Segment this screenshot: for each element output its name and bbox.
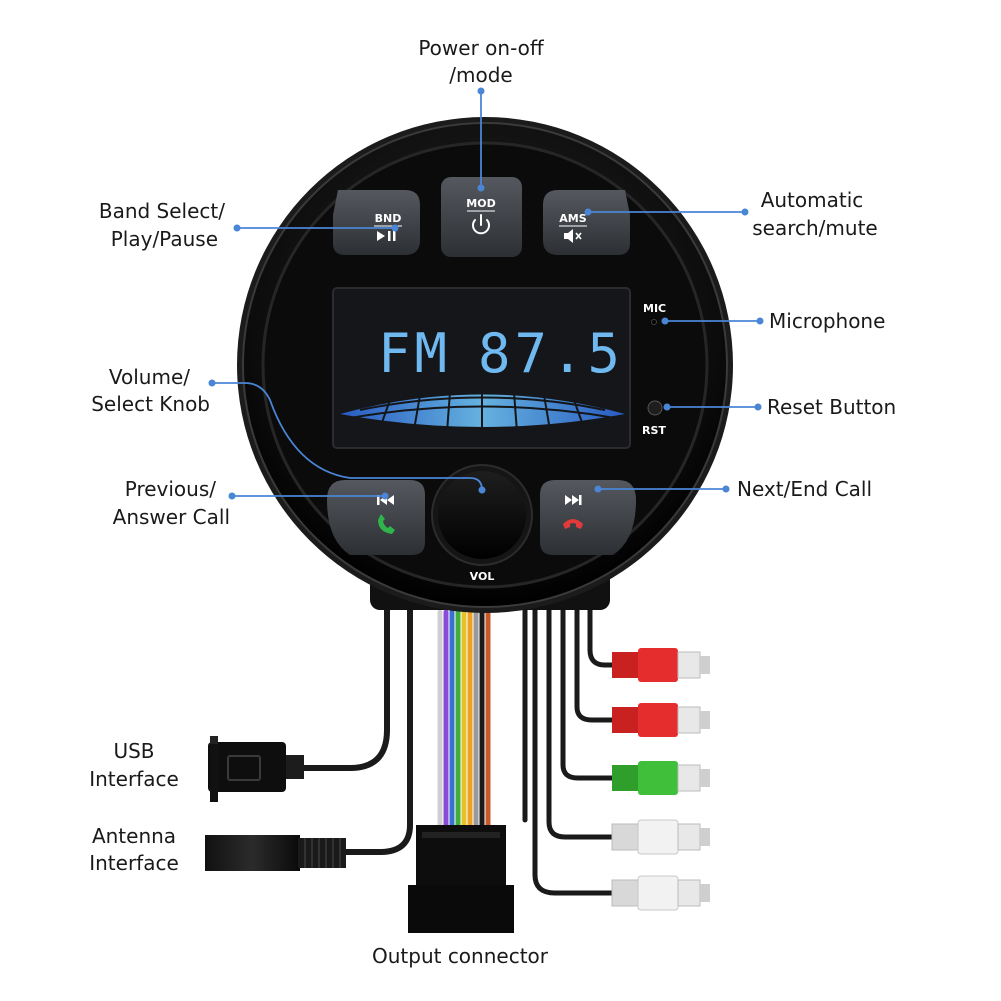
callout-microphone: Microphone [769,309,885,333]
callout-usb-line2: Interface [89,767,179,791]
bnd-button[interactable]: BND [333,190,420,255]
ams-label: AMS [559,212,586,225]
cables [297,587,618,896]
antenna-cable [342,597,413,855]
phone-end-icon [563,519,583,529]
next-icon [565,495,582,505]
stereo-unit: BND MOD AMS [237,117,733,613]
callout-lines [212,91,760,497]
usb-cable [297,597,390,771]
ams-button[interactable]: AMS [543,190,630,255]
rca-plug-green [612,761,710,795]
display-frequency: 87.5 [478,322,624,385]
vol-label: VOL [470,570,495,583]
callout-labels: Power on-off /mode Band Select/ Play/Pau… [89,36,896,968]
callout-next: Next/End Call [737,477,872,501]
wire-harness [437,609,491,828]
reset-button[interactable] [647,400,663,416]
rca-plug-red-2 [612,703,710,737]
antenna-connector [205,835,346,871]
callout-dots [208,87,764,500]
callout-band-line2: Play/Pause [111,227,218,251]
callout-volume-line1: Volume/ [109,365,190,389]
callout-antenna-line1: Antenna [92,824,176,848]
rca-cable-5 [532,607,618,896]
power-icon [472,214,490,235]
phone-answer-icon [378,514,395,534]
mod-label: MOD [466,197,495,210]
callout-reset: Reset Button [767,395,896,419]
rca-plugs [611,648,710,911]
play-pause-icon [377,231,396,241]
mic-label: MIC [643,302,666,315]
callout-previous-line2: Answer Call [113,505,230,529]
rca-cable-4 [546,602,618,840]
callout-power-line1: Power on-off [418,36,545,60]
rca-cable-2 [574,592,618,723]
microphone-hole [651,319,657,325]
rca-plug-red-1 [612,648,710,682]
callout-automatic-line1: Automatic [761,188,864,212]
rca-plug-white-1 [611,819,710,855]
callout-antenna-line2: Interface [89,851,179,875]
display-band: FM [378,322,451,385]
mod-button[interactable]: MOD [441,177,522,257]
bnd-label: BND [375,212,402,225]
rst-label: RST [642,424,666,437]
callout-power-line2: /mode [449,63,512,87]
rca-cable-1 [587,587,618,668]
callout-usb-line1: USB [113,739,154,763]
previous-button[interactable] [327,480,425,555]
rca-cable-3 [560,597,618,781]
callout-previous-line1: Previous/ [125,477,217,501]
next-button[interactable] [540,480,636,555]
volume-knob[interactable] [431,464,533,566]
callout-output: Output connector [372,944,549,968]
lcd-display: FM 87.5 [332,287,631,449]
usb-connector [208,736,304,802]
rca-plug-white-2 [611,875,710,911]
spectrum-visualizer [340,391,625,433]
callout-band-line1: Band Select/ [99,199,225,223]
mute-icon [564,229,582,243]
output-connector [408,825,514,933]
callout-automatic-line2: search/mute [752,216,877,240]
callout-volume-line2: Select Knob [91,392,210,416]
